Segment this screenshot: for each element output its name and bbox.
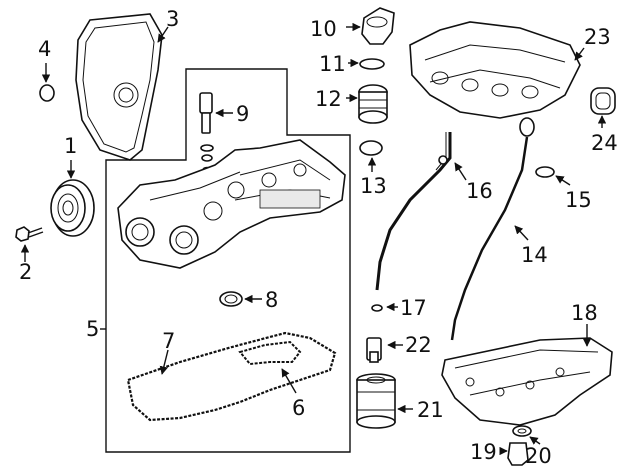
oil-filler-cap-part bbox=[361, 7, 395, 45]
callout-13: 13 bbox=[360, 174, 387, 198]
crankshaft-pulley-part bbox=[50, 179, 95, 237]
dipstick-tube-part bbox=[375, 132, 452, 291]
tube-oring-part bbox=[371, 304, 383, 312]
callout-21: 21 bbox=[417, 398, 444, 422]
timing-cover-part bbox=[75, 13, 163, 161]
callout-3: 3 bbox=[166, 7, 179, 31]
callout-23: 23 bbox=[584, 25, 611, 49]
callout-22: 22 bbox=[405, 333, 432, 357]
callout-6: 6 bbox=[292, 396, 305, 420]
oil-pan-part bbox=[441, 337, 613, 426]
cylinder-head-group-frame bbox=[105, 68, 351, 453]
dipstick-oring-part bbox=[535, 166, 555, 178]
callout-17: 17 bbox=[400, 296, 427, 320]
tube-seal-part bbox=[359, 140, 383, 156]
filter-adapter-part bbox=[366, 337, 382, 363]
callout-9: 9 bbox=[236, 102, 249, 126]
drain-washer-part bbox=[512, 425, 532, 437]
filler-oring-part bbox=[359, 58, 385, 70]
callout-8: 8 bbox=[265, 288, 278, 312]
callout-7: 7 bbox=[162, 329, 175, 353]
callout-11: 11 bbox=[319, 52, 346, 76]
callout-1: 1 bbox=[64, 134, 77, 158]
callout-4: 4 bbox=[38, 37, 51, 61]
head-gasket-part bbox=[126, 331, 337, 422]
callout-18: 18 bbox=[571, 301, 598, 325]
callout-5: 5 bbox=[86, 317, 99, 341]
callout-16: 16 bbox=[466, 179, 493, 203]
seal-ring-part bbox=[39, 84, 55, 102]
manifold-gasket-part bbox=[590, 87, 616, 115]
callout-15: 15 bbox=[565, 188, 592, 212]
valve-components-part bbox=[199, 92, 214, 174]
cover-gasket-part bbox=[238, 340, 302, 366]
oil-filter-part bbox=[356, 373, 396, 429]
dipstick-part bbox=[450, 117, 535, 341]
cylinder-head-part bbox=[117, 139, 346, 269]
callout-14: 14 bbox=[521, 243, 548, 267]
callout-12: 12 bbox=[315, 87, 342, 111]
callout-24: 24 bbox=[591, 131, 618, 155]
callout-2: 2 bbox=[19, 260, 32, 284]
pulley-bolt-part bbox=[15, 226, 44, 242]
camshaft-seal-part bbox=[219, 291, 243, 307]
callout-19: 19 bbox=[470, 440, 497, 464]
intake-manifold-part bbox=[409, 21, 581, 119]
callout-20: 20 bbox=[525, 444, 552, 468]
drain-plug-part bbox=[507, 442, 529, 466]
filler-tube-part bbox=[358, 84, 388, 124]
callout-10: 10 bbox=[310, 17, 337, 41]
